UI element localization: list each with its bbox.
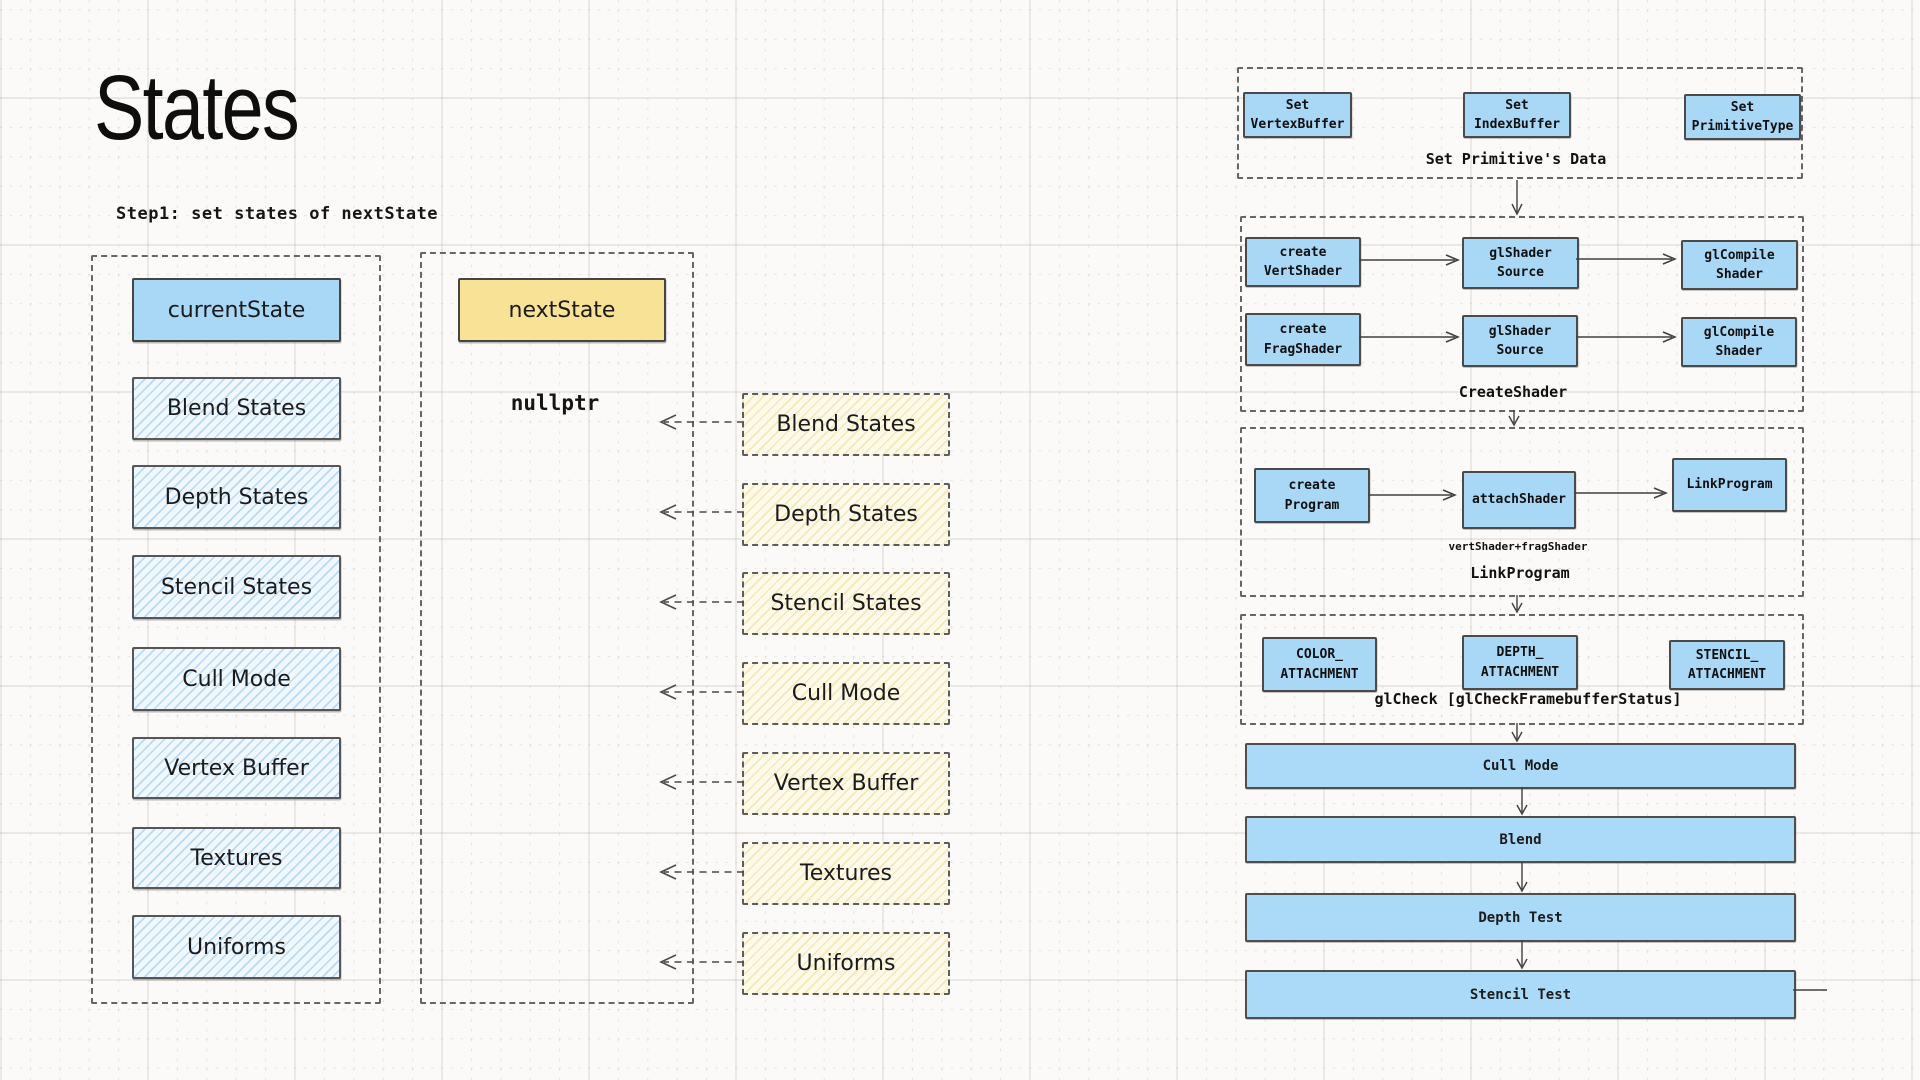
box-line1: Set — [1505, 97, 1529, 113]
box-line2: ATTACHMENT — [1687, 667, 1767, 682]
pending-depth-states-box[interactable]: Depth States — [742, 483, 950, 546]
step-note: Step1: set states of nextState — [116, 204, 439, 224]
box-line2: Shader — [1716, 267, 1763, 282]
current-cull-mode-box[interactable]: Cull Mode — [132, 647, 341, 711]
box-line2: PrimitiveType — [1691, 119, 1794, 134]
box-line2: IndexBuffer — [1473, 117, 1561, 132]
box-line2: Source — [1497, 265, 1544, 280]
current-state-box[interactable]: currentState — [132, 278, 341, 342]
glcheck-panel — [1240, 614, 1804, 725]
attachshader-box[interactable]: attachShader — [1462, 471, 1576, 529]
box-line1: Set — [1285, 97, 1310, 113]
link-program-label: LinkProgram — [1470, 564, 1570, 582]
current-stencil-states-box[interactable]: Stencil States — [132, 555, 341, 619]
next-state-box[interactable]: nextState — [458, 278, 666, 342]
box-line1: glShader — [1489, 245, 1552, 261]
box-line2: FragShader — [1263, 341, 1343, 357]
current-blend-states-box[interactable]: Blend States — [132, 377, 341, 440]
pending-cull-mode-box[interactable]: Cull Mode — [742, 662, 950, 725]
set-primitivetype-box[interactable]: Set PrimitiveType — [1684, 94, 1801, 140]
glcompileshader-box-2[interactable]: glCompile Shader — [1681, 317, 1797, 367]
current-state-panel — [91, 255, 381, 1004]
set-primitive-data-label: Set Primitive's Data — [1425, 150, 1607, 168]
pending-stencil-states-box[interactable]: Stencil States — [742, 572, 950, 635]
create-shader-panel — [1240, 216, 1804, 412]
depth-test-bar[interactable]: Depth Test — [1245, 893, 1796, 942]
box-line1: DEPTH_ — [1496, 645, 1544, 660]
box-line1: COLOR_ — [1296, 647, 1343, 662]
box-line2: ATTACHMENT — [1480, 664, 1560, 680]
box-line1: STENCIL_ — [1695, 647, 1759, 663]
set-indexbuffer-box[interactable]: Set IndexBuffer — [1463, 92, 1571, 138]
box-line2: Source — [1496, 343, 1544, 358]
depth-attachment-box[interactable]: DEPTH_ ATTACHMENT — [1462, 635, 1578, 690]
box-line2: VertShader — [1263, 264, 1343, 279]
box-line2: VertexBuffer — [1250, 117, 1345, 132]
pending-textures-box[interactable]: Textures — [742, 842, 950, 905]
box-line1: glCompile — [1703, 324, 1775, 340]
linkprogram-box[interactable]: LinkProgram — [1672, 458, 1787, 512]
glcompileshader-box-1[interactable]: glCompile Shader — [1681, 240, 1798, 290]
current-uniforms-box[interactable]: Uniforms — [132, 915, 341, 979]
set-primitive-data-panel — [1237, 67, 1803, 179]
next-state-panel — [420, 252, 694, 1004]
create-vertshader-box[interactable]: create VertShader — [1245, 237, 1361, 287]
box-line1: create — [1279, 322, 1327, 337]
box-line1: Set — [1730, 99, 1755, 115]
page-title: States — [94, 57, 300, 159]
blend-bar[interactable]: Blend — [1245, 816, 1796, 863]
box-line1: glShader — [1488, 323, 1552, 339]
create-program-box[interactable]: create Program — [1254, 468, 1370, 523]
vertshader-fragshader-note: vertShader+fragShader — [1448, 540, 1588, 553]
box-line1: create — [1279, 244, 1327, 260]
pending-uniforms-box[interactable]: Uniforms — [742, 932, 950, 995]
glcheck-label: glCheck [glCheckFramebufferStatus] — [1374, 690, 1682, 708]
nullptr-value: nullptr — [510, 391, 600, 415]
box-line2: Shader — [1715, 344, 1763, 359]
link-program-panel — [1240, 427, 1804, 597]
current-textures-box[interactable]: Textures — [132, 827, 341, 889]
glshadersource-box-2[interactable]: glShader Source — [1462, 315, 1578, 367]
create-shader-label: CreateShader — [1458, 383, 1568, 401]
box-line1: attachShader — [1472, 492, 1566, 508]
box-line2: Program — [1284, 497, 1340, 513]
box-line1: create — [1288, 478, 1336, 493]
cull-mode-bar[interactable]: Cull Mode — [1245, 743, 1796, 789]
glshadersource-box-1[interactable]: glShader Source — [1462, 237, 1579, 289]
stencil-attachment-box[interactable]: STENCIL_ ATTACHMENT — [1669, 640, 1785, 690]
current-vertex-buffer-box[interactable]: Vertex Buffer — [132, 737, 341, 799]
pending-vertex-buffer-box[interactable]: Vertex Buffer — [742, 752, 950, 815]
create-fragshader-box[interactable]: create FragShader — [1245, 313, 1361, 366]
box-line1: LinkProgram — [1686, 477, 1773, 493]
color-attachment-box[interactable]: COLOR_ ATTACHMENT — [1262, 637, 1377, 692]
current-depth-states-box[interactable]: Depth States — [132, 465, 341, 529]
box-line2: ATTACHMENT — [1280, 666, 1359, 682]
set-vertexbuffer-box[interactable]: Set VertexBuffer — [1243, 92, 1352, 138]
box-line1: glCompile — [1704, 247, 1775, 263]
pending-blend-states-box[interactable]: Blend States — [742, 393, 950, 456]
stencil-test-bar[interactable]: Stencil Test — [1245, 970, 1796, 1019]
